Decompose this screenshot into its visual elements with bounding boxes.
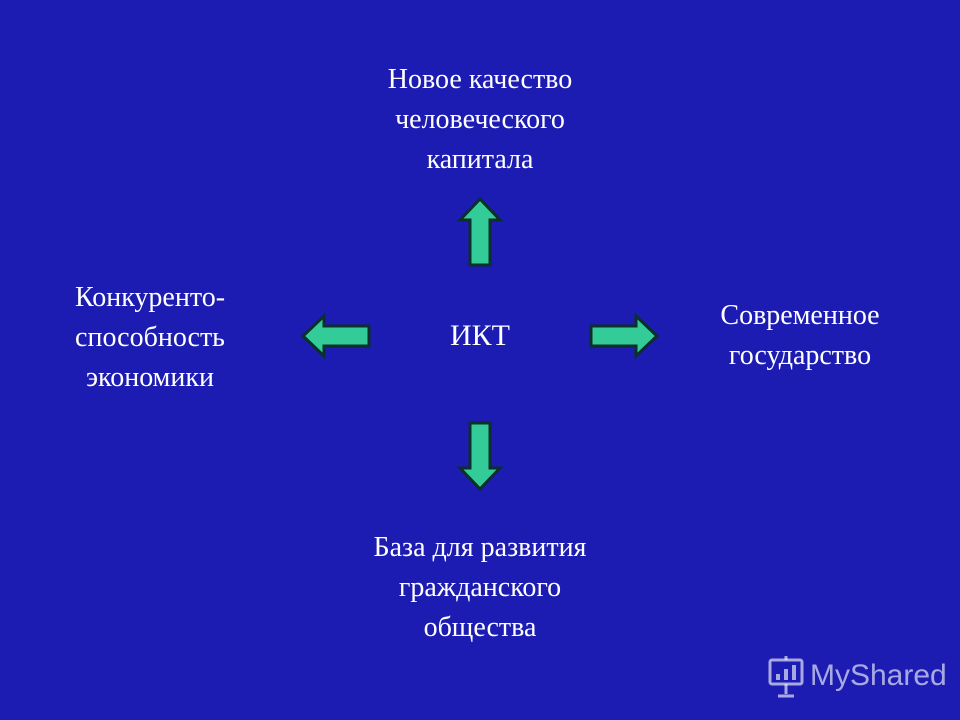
arrow-left-icon (300, 312, 371, 360)
node-civil-society-line-2: гражданского (398, 572, 562, 603)
arrow-down-icon (456, 421, 504, 492)
node-competitiveness-line-1: Конкуренто- (74, 282, 226, 313)
node-human-capital-line-1: Новое качество (387, 64, 573, 95)
node-ict-center: ИКТ (380, 316, 580, 356)
node-civil-society: База для развития гражданского общества (280, 528, 680, 648)
node-human-capital-line-3: капитала (426, 144, 534, 175)
watermark-logo: MyShared (762, 650, 947, 702)
node-ict-center-text: ИКТ (450, 319, 510, 352)
node-modern-state-line-2: государство (728, 340, 872, 371)
node-competitiveness-line-3: экономики (86, 362, 214, 393)
watermark-text: MyShared (810, 659, 947, 692)
node-competitiveness: Конкуренто- способность экономики (30, 278, 270, 398)
node-human-capital: Новое качество человеческого капитала (300, 60, 660, 180)
presentation-board-icon (768, 656, 804, 698)
node-human-capital-line-2: человеческого (395, 104, 565, 135)
arrow-right-icon (589, 312, 660, 360)
node-civil-society-line-1: База для развития (373, 532, 587, 563)
node-modern-state-line-1: Современное (720, 300, 880, 331)
node-modern-state: Современное государство (680, 296, 920, 376)
node-civil-society-line-3: общества (423, 612, 537, 643)
arrow-up-icon (456, 196, 504, 267)
node-competitiveness-line-2: способность (75, 322, 225, 353)
